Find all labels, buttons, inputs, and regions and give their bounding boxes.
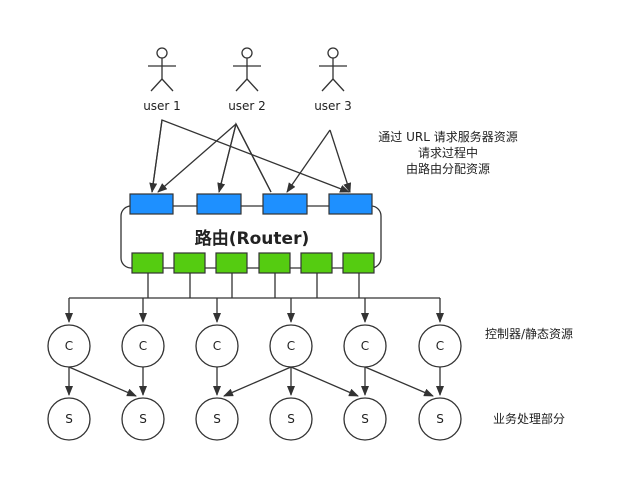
controller-node: C: [195, 324, 239, 368]
service-node: S: [47, 397, 91, 441]
person-icon: [233, 47, 261, 92]
service-label: S: [65, 412, 73, 426]
service-label: S: [213, 412, 221, 426]
controllers-side-label: 控制器/静态资源: [485, 327, 573, 341]
controller-node: C: [343, 324, 387, 368]
service-nodes: S S S S S S: [47, 397, 462, 441]
user-2-label: user 2: [228, 99, 266, 113]
request-arrows: [149, 119, 352, 193]
output-port: [215, 252, 248, 274]
controller-label: C: [361, 339, 369, 353]
person-icon: [148, 47, 176, 92]
controller-label: C: [436, 339, 444, 353]
router-title: 路由(Router): [195, 228, 309, 249]
distribution-bus: [65, 273, 444, 323]
service-label: S: [139, 412, 147, 426]
service-node: S: [269, 397, 313, 441]
input-port: [196, 193, 242, 215]
output-port: [300, 252, 333, 274]
service-node: S: [343, 397, 387, 441]
output-port: [131, 252, 164, 274]
controller-label: C: [213, 339, 221, 353]
service-label: S: [436, 412, 444, 426]
user-1-label: user 1: [143, 99, 181, 113]
services-side-label: 业务处理部分: [493, 411, 565, 426]
note-line-2: 请求过程中: [418, 145, 478, 160]
user-3-label: user 3: [314, 99, 352, 113]
controller-node: C: [47, 324, 91, 368]
person-icon: [319, 47, 347, 92]
user-2: user 2: [228, 47, 266, 113]
output-port: [173, 252, 206, 274]
output-port: [342, 252, 375, 274]
user-3: user 3: [314, 47, 352, 113]
input-port: [328, 193, 373, 215]
output-ports: [131, 252, 375, 274]
input-port: [129, 193, 174, 215]
controller-label: C: [139, 339, 147, 353]
user-1: user 1: [143, 47, 181, 113]
service-arrows: [65, 366, 444, 397]
output-port: [258, 252, 291, 274]
service-node: S: [418, 397, 462, 441]
input-port: [262, 193, 308, 215]
input-ports: [129, 193, 373, 215]
controller-node: C: [121, 324, 165, 368]
note-line-3: 由路由分配资源: [406, 161, 490, 176]
controller-label: C: [65, 339, 73, 353]
service-label: S: [287, 412, 295, 426]
service-node: S: [121, 397, 165, 441]
service-label: S: [361, 412, 369, 426]
controller-label: C: [287, 339, 295, 353]
controller-node: C: [418, 324, 462, 368]
service-node: S: [195, 397, 239, 441]
request-note: 通过 URL 请求服务器资源 请求过程中 由路由分配资源: [378, 129, 517, 176]
controller-nodes: C C C C C C: [47, 324, 462, 368]
controller-node: C: [269, 324, 313, 368]
note-line-1: 通过 URL 请求服务器资源: [378, 129, 517, 144]
